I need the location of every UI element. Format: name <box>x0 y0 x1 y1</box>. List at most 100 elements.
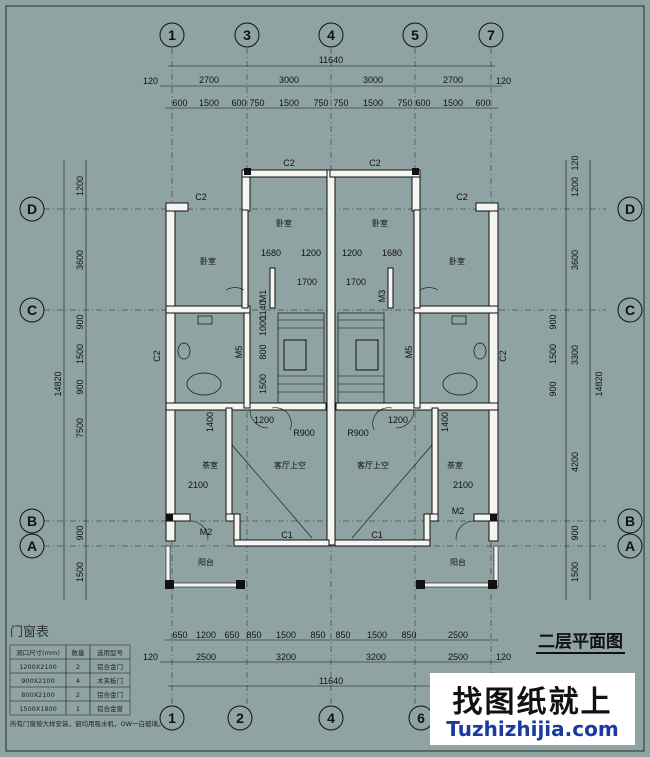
door-tag: M5 <box>234 346 244 359</box>
axis-label-left: D <box>27 201 37 217</box>
axis-label-bottom: 6 <box>417 710 425 726</box>
schedule-cell: 1200X2100 <box>19 663 57 671</box>
axis-label-bottom: 4 <box>327 710 335 726</box>
schedule-header: 洞口尺寸(mm) <box>16 648 60 657</box>
room-label-living-void: 客厅上空 <box>357 460 389 470</box>
dim-text: 900 <box>75 379 85 394</box>
axis-label-left: A <box>27 538 37 554</box>
schedule-cell: 900X2100 <box>21 677 54 685</box>
schedule-header: 选用型号 <box>97 648 124 657</box>
axis-label-top: 7 <box>487 27 495 43</box>
axis-bubbles-top: 1 3 4 5 7 <box>159 22 504 48</box>
opening-tags: C2 C2 C2 C2 C2 C2 C1 C1 M2 M2 M1 M3 M5 M… <box>152 158 508 540</box>
axis-label-top: 5 <box>411 27 419 43</box>
dim-text: 1500 <box>199 98 219 108</box>
dim-text: 1500 <box>443 98 463 108</box>
door-window-schedule: 门窗表 洞口尺寸(mm) 数量 选用型号 1200X2100 2 铝合金门 90… <box>9 624 165 728</box>
axis-label-left: B <box>27 513 37 529</box>
dim-bottom-total: 11640 <box>319 676 343 686</box>
schedule-cell: 4 <box>76 677 80 685</box>
window-tag: C2 <box>152 350 162 362</box>
dimensions-right: 120 1200 3600 900 1500 900 3300 4200 900… <box>548 155 604 600</box>
bathroom-fixtures <box>177 315 487 396</box>
dim-text: 120 <box>143 652 158 662</box>
drawing-frame <box>5 5 645 752</box>
dim-text: 1400 <box>440 412 450 432</box>
dim-text: 1700 <box>297 277 317 287</box>
dim-text: 1200 <box>75 176 85 196</box>
dim-text: R900 <box>347 428 369 438</box>
dim-text: 4200 <box>570 452 580 472</box>
dim-text: 2500 <box>448 630 468 640</box>
door-tag: M3 <box>377 290 387 303</box>
dim-text: 1500 <box>367 630 387 640</box>
interior-dimensions: 1680 1200 1200 1680 1700 1700 1140 1000 … <box>188 248 473 490</box>
dim-text: 900 <box>570 525 580 540</box>
dim-text: 3200 <box>276 652 296 662</box>
staircase <box>277 312 385 404</box>
dim-right-total: 14820 <box>594 371 604 396</box>
columns <box>165 168 497 589</box>
window-tag: C1 <box>371 530 383 540</box>
window-tag: C2 <box>369 158 381 168</box>
dim-text: 3000 <box>279 75 299 85</box>
room-label-bedroom: 卧室 <box>372 218 388 228</box>
dim-text: 750 <box>249 98 264 108</box>
dim-text: 1500 <box>75 344 85 364</box>
dim-text: 3200 <box>366 652 386 662</box>
dim-text: 750 <box>313 98 328 108</box>
axis-lines <box>44 48 606 705</box>
dim-text: 750 <box>397 98 412 108</box>
room-label-tea: 茶室 <box>202 460 218 470</box>
window-tag: C2 <box>195 192 207 202</box>
dim-text: 1700 <box>346 277 366 287</box>
dim-text: 2100 <box>453 480 473 490</box>
room-label-tea: 茶室 <box>447 460 463 470</box>
dim-top-total: 11640 <box>319 55 343 65</box>
dim-text: 1680 <box>261 248 281 258</box>
room-label-living-void: 客厅上空 <box>274 460 306 470</box>
dim-text: 900 <box>75 314 85 329</box>
axis-label-bottom: 2 <box>236 710 244 726</box>
dim-text: 650 <box>172 630 187 640</box>
schedule-cell: 1500X1800 <box>19 705 57 713</box>
dim-text: 1500 <box>276 630 296 640</box>
window-tag: C2 <box>283 158 295 168</box>
dim-text: 1200 <box>388 415 408 425</box>
dim-text: 900 <box>75 525 85 540</box>
dim-text: 1400 <box>205 412 215 432</box>
window-tag: C2 <box>498 350 508 362</box>
dim-text: 600 <box>172 98 187 108</box>
dim-text: 1200 <box>254 415 274 425</box>
dimensions-top: 11640 120 2700 3000 3000 2700 120 600 15… <box>143 55 511 109</box>
schedule-cell: 铝合金窗 <box>97 704 123 713</box>
window-tag: C1 <box>281 530 293 540</box>
dim-text: 850 <box>246 630 261 640</box>
dim-text: 600 <box>475 98 490 108</box>
schedule-cell: 2 <box>76 663 80 671</box>
dim-text: 1200 <box>196 630 216 640</box>
axis-label-right: D <box>625 201 635 217</box>
dim-text: 1500 <box>75 562 85 582</box>
dim-text: 850 <box>310 630 325 640</box>
room-label-bedroom: 卧室 <box>276 218 292 228</box>
dim-text: 3000 <box>363 75 383 85</box>
schedule-note: 所有门窗按大样安装，窗均用吸水机，OW一白玻璃。 <box>10 719 165 728</box>
door-swings <box>189 287 475 541</box>
dim-text: 900 <box>548 314 558 329</box>
dim-text: 120 <box>496 652 511 662</box>
schedule-cell: 木夹板门 <box>97 676 123 685</box>
dim-text: 2500 <box>448 652 468 662</box>
door-tag: M5 <box>404 346 414 359</box>
dim-text: 2500 <box>196 652 216 662</box>
axis-label-bottom: 1 <box>168 710 176 726</box>
axis-label-top: 3 <box>243 27 251 43</box>
dim-text: 650 <box>224 630 239 640</box>
dim-text: 3600 <box>75 250 85 270</box>
schedule-cell: 800X2100 <box>21 691 54 699</box>
dim-text: 1200 <box>570 177 580 197</box>
dimensions-left: 1200 3600 900 1500 900 7500 900 1500 148… <box>53 160 87 600</box>
dim-text: 1200 <box>342 248 362 258</box>
axis-bubbles-left: D C B A <box>19 196 45 559</box>
dim-text: 600 <box>231 98 246 108</box>
